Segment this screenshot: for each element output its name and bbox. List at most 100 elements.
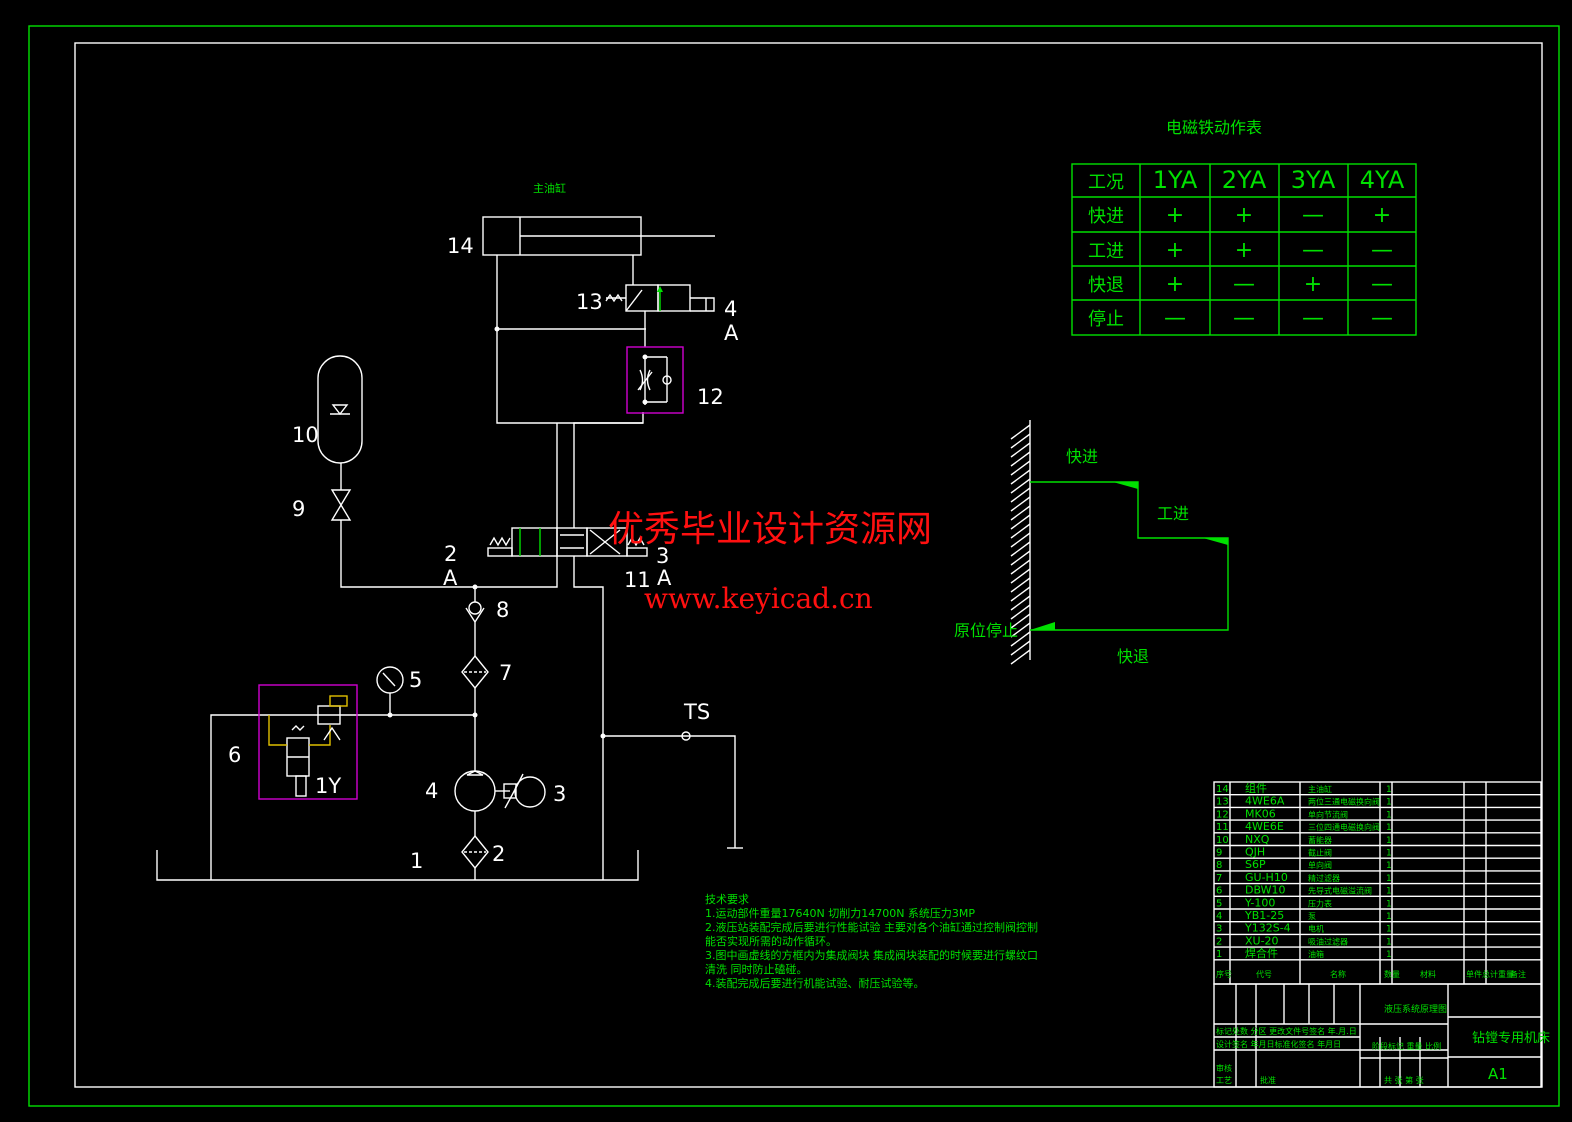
parts-row-name: 单向节流阀 [1308, 809, 1348, 819]
tank-1 [156, 850, 639, 881]
valve-13 [605, 284, 715, 312]
parts-header-cell: 单件总计重量 [1466, 969, 1514, 979]
parts-row-qty: 1 [1386, 861, 1392, 871]
label-1: 1 [410, 849, 423, 873]
parts-header-cell: 名称 [1330, 969, 1346, 979]
parts-row-name: 截止阀 [1308, 848, 1332, 858]
parts-row-code: YB1-25 [1244, 909, 1284, 922]
tech-title: 技术要求 [705, 893, 749, 906]
parts-row-name: 先导式电磁溢流阀 [1308, 886, 1372, 896]
label-1y: 1Y [315, 774, 341, 798]
table-cell: — [1371, 238, 1393, 263]
table-header-cell: 4YA [1360, 166, 1405, 194]
parts-row-code: S6P [1245, 858, 1266, 871]
label-5: 5 [409, 668, 422, 692]
parts-row-name: 单向阀 [1308, 860, 1332, 870]
hydraulic-circuit: 主油缸 14 13 4 A [156, 181, 743, 881]
tech-line-3: 能否实现所需的动作循环。 [705, 934, 837, 948]
label-7: 7 [499, 661, 512, 685]
parts-row-qty: 1 [1386, 874, 1392, 884]
parts-header-cell: 数量 [1384, 969, 1400, 979]
parts-row-qty: 1 [1386, 912, 1392, 922]
pump-4 [454, 770, 496, 812]
tech-line-2: 2.液压站装配完成后要进行性能试验 主要对各个油缸通过控制阀控制 [705, 920, 1038, 934]
parts-row-qty: 1 [1386, 823, 1392, 833]
parts-header-cell: 序号 [1216, 969, 1232, 979]
parts-row-no: 5 [1216, 898, 1222, 909]
table-header-cell: 3YA [1291, 166, 1336, 194]
tb-approve: 批准 [1260, 1075, 1276, 1085]
label-port-a-4: A [724, 321, 739, 345]
table-cell: + [1235, 238, 1253, 263]
parts-row-qty: 1 [1386, 798, 1392, 808]
table-cell: — [1302, 238, 1324, 263]
parts-row-code: MK06 [1245, 807, 1276, 820]
parts-row-code: XU-20 [1245, 934, 1279, 947]
tb-stage: 阶段标记 重量 比例 [1372, 1041, 1441, 1051]
cylinder-title: 主油缸 [533, 181, 566, 195]
parts-row-qty: 1 [1386, 899, 1392, 909]
label-sol-4: 4 [724, 297, 737, 321]
tech-line-5: 清洗 同时防止磕碰。 [705, 962, 808, 976]
label-sol-2: 2 [444, 542, 457, 566]
parts-row-code: Y132S-4 [1244, 922, 1291, 935]
label-port-a-3: A [657, 566, 672, 590]
table-title: 电磁铁动作表 [1166, 118, 1262, 137]
tech-line-1: 1.运动部件重量17640N 切削力14700N 系统压力3MP [705, 906, 975, 920]
machine-name: 钻镗专用机床 [1472, 1031, 1550, 1046]
tb-review: 审核 [1216, 1063, 1232, 1073]
parts-row-code: 焊合件 [1245, 946, 1278, 960]
tb-row2: 设计签名 年月日标准化签名 年月日 [1216, 1039, 1341, 1049]
label-14: 14 [447, 234, 474, 258]
accumulator-10 [317, 355, 363, 464]
parts-row-name: 吸油过滤器 [1308, 936, 1348, 946]
table-cell: 工进 [1088, 241, 1124, 262]
table-cell: + [1235, 203, 1253, 228]
label-6: 6 [228, 743, 241, 767]
parts-row-code: 组件 [1245, 781, 1267, 795]
table-cell: — [1233, 272, 1255, 297]
parts-row-name: 主油缸 [1308, 784, 1332, 794]
parts-row-no: 6 [1216, 886, 1222, 897]
parts-header-cell: 备注 [1510, 969, 1526, 979]
table-header-cell: 工况 [1088, 172, 1124, 193]
cycle-diagram: 快进 工进 原位停止 快退 [954, 420, 1229, 666]
parts-row-name: 油箱 [1308, 949, 1324, 959]
parts-header-cell: 材料 [1420, 969, 1436, 979]
label-13: 13 [576, 290, 603, 314]
table-cell: — [1233, 306, 1255, 331]
table-cell: 停止 [1088, 309, 1124, 330]
parts-row-qty: 1 [1386, 785, 1392, 795]
cycle-fast-forward: 快进 [1066, 447, 1098, 466]
block-12 [626, 346, 684, 414]
sheet-size: A1 [1488, 1065, 1508, 1083]
parts-row-qty: 1 [1386, 849, 1392, 859]
table-cell: + [1166, 238, 1184, 263]
parts-row-qty: 1 [1386, 950, 1392, 960]
parts-row-no: 10 [1216, 835, 1229, 846]
parts-row-name: 两位三通电磁换向阀 [1308, 797, 1380, 807]
parts-row-code: Y-100 [1244, 896, 1275, 909]
table-cell: — [1371, 272, 1393, 297]
parts-row-no: 13 [1216, 797, 1229, 808]
label-3: 3 [553, 782, 566, 806]
label-2: 2 [492, 842, 505, 866]
label-8: 8 [496, 598, 509, 622]
check-valve-8 [468, 601, 482, 615]
outer-border [28, 25, 1560, 1107]
parts-row-no: 7 [1216, 873, 1222, 884]
inner-border [74, 42, 1543, 1088]
tech-line-6: 4.装配完成后要进行机能试验、耐压试验等。 [705, 976, 925, 990]
stop-valve-9 [330, 489, 352, 521]
label-sol-3: 3 [656, 544, 669, 568]
watermark-url: www.keyicad.cn [644, 582, 873, 615]
table-header-cell: 2YA [1222, 166, 1267, 194]
parts-row-code: NXQ [1245, 833, 1270, 846]
tech-requirements: 技术要求 1.运动部件重量17640N 切削力14700N 系统压力3MP 2.… [705, 893, 1038, 990]
parts-row-qty: 1 [1386, 925, 1392, 935]
drawing-name: 液压系统原理图 [1384, 1003, 1447, 1015]
tb-process: 工艺 [1216, 1076, 1232, 1085]
parts-row-no: 2 [1216, 936, 1222, 947]
